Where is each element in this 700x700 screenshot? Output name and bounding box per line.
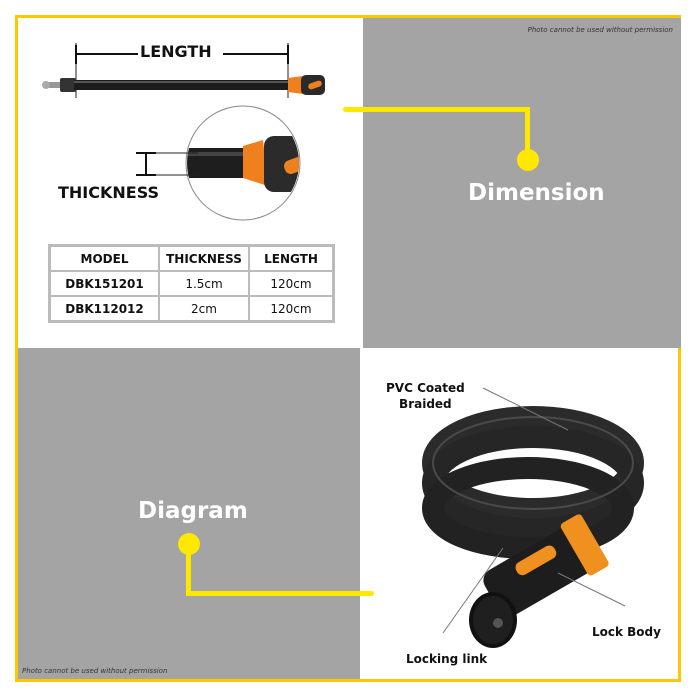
- connector-dot-diagram: [178, 533, 200, 555]
- cell-length: 120cm: [248, 270, 335, 297]
- callout-lock-body: Lock Body: [592, 625, 661, 639]
- connector-line-vertical-top: [525, 107, 530, 157]
- cable-dimension-illustration: [42, 43, 325, 221]
- cell-model: DBK112012: [48, 295, 160, 323]
- connector-line-horizontal-bottom: [186, 591, 374, 596]
- connector-line-vertical-bottom: [186, 548, 191, 596]
- cell-length: 120cm: [248, 295, 335, 323]
- product-frame: Photo cannot be used without permission …: [15, 15, 681, 682]
- callout-pvc-line2: Braided: [399, 397, 452, 411]
- thickness-label: THICKNESS: [58, 183, 160, 202]
- callout-locking-link: Locking link: [406, 652, 488, 666]
- callout-pvc-line1: PVC Coated: [386, 381, 465, 395]
- table-row: DBK151201 1.5cm 120cm: [48, 270, 335, 297]
- watermark-bottom: Photo cannot be used without permission: [22, 667, 168, 675]
- callout-pvc: PVC Coated Braided: [386, 380, 465, 412]
- coiled-cable-lock-illustration: [422, 387, 644, 648]
- spec-table: MODEL THICKNESS LENGTH DBK151201 1.5cm 1…: [48, 244, 335, 323]
- connector-dot-dimension: [517, 149, 539, 171]
- cell-model: DBK151201: [48, 270, 160, 297]
- table-header-row: MODEL THICKNESS LENGTH: [48, 244, 335, 272]
- table-row: DBK112012 2cm 120cm: [48, 295, 335, 323]
- dimension-title: Dimension: [468, 180, 605, 206]
- cell-thickness: 1.5cm: [158, 270, 250, 297]
- length-label: LENGTH: [140, 42, 212, 61]
- cell-thickness: 2cm: [158, 295, 250, 323]
- header-model: MODEL: [48, 244, 160, 272]
- watermark-top: Photo cannot be used without permission: [527, 26, 673, 34]
- dimension-panel: Photo cannot be used without permission …: [363, 18, 681, 348]
- diagram-title: Diagram: [138, 498, 248, 524]
- header-thickness: THICKNESS: [158, 244, 250, 272]
- diagram-panel: Diagram Photo cannot be used without per…: [18, 348, 360, 679]
- header-length: LENGTH: [248, 244, 335, 272]
- connector-line-horizontal-top: [343, 107, 530, 112]
